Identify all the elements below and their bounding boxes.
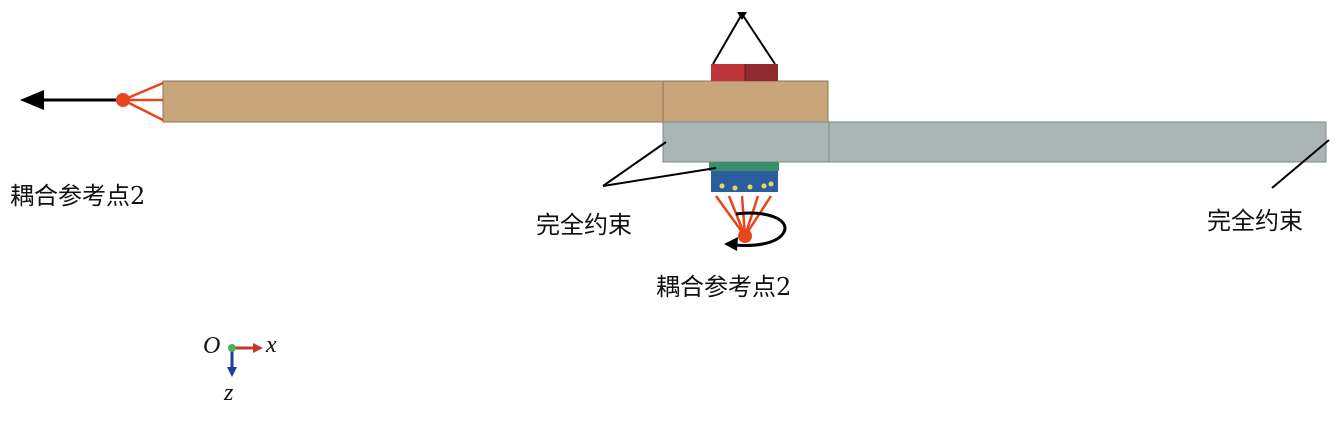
- constraint-middle-leaders: [602, 141, 717, 187]
- bolt-washer: [709, 162, 779, 171]
- bolt-nut: [711, 171, 778, 192]
- lower-plate-overlap: [662, 121, 830, 163]
- ref-point-left-marker: [116, 93, 130, 107]
- upper-plate-overlap: [662, 80, 829, 123]
- axis-triad: [227, 343, 263, 377]
- constraint-right-leader: [1271, 139, 1330, 189]
- label-ref-point-bottom: 耦合参考点2: [656, 273, 792, 301]
- bolt-nut-nodes: [719, 181, 774, 191]
- label-ref-point-left: 耦合参考点2: [10, 182, 146, 210]
- upper-plate-left: [162, 80, 664, 123]
- load-arrow-head: [20, 90, 44, 110]
- ref-point-bottom-marker: [738, 229, 752, 243]
- bolt-top-reference-marker: [737, 12, 747, 20]
- bolt-top-coupling: [712, 13, 776, 65]
- rotation-arrow: [727, 211, 787, 247]
- axis-z-label: z: [224, 380, 234, 406]
- rotation-arrow-head: [724, 237, 738, 251]
- axis-origin-dot: [228, 344, 236, 352]
- bolt-head-shade: [745, 64, 778, 81]
- label-constraint-middle: 完全约束: [536, 211, 632, 239]
- axis-x-label: x: [266, 332, 277, 358]
- label-constraint-right: 完全约束: [1207, 207, 1303, 235]
- axis-origin-label: O: [203, 333, 221, 359]
- lower-plate-right: [828, 121, 1327, 163]
